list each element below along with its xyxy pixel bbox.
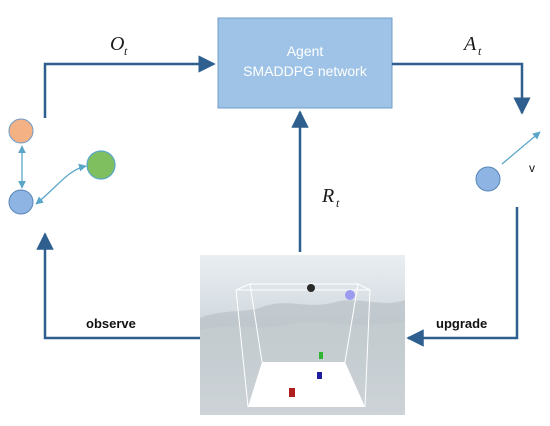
graph-node-green xyxy=(86,150,116,180)
red-marker xyxy=(289,388,295,397)
upgrade-arrow xyxy=(406,207,519,347)
velocity-arrow xyxy=(501,131,541,165)
observation-symbol: O xyxy=(110,33,124,55)
velocity-label: v xyxy=(529,161,535,175)
environment-floor xyxy=(248,362,365,407)
blue-marker xyxy=(317,372,322,379)
agent-node-blue xyxy=(475,166,501,192)
purple-ball xyxy=(345,290,355,300)
agent-subtitle: SMADDPG network xyxy=(243,63,368,79)
action-subscript: t xyxy=(478,44,482,58)
agent-title: Agent xyxy=(287,43,324,59)
upgrade-label: upgrade xyxy=(436,316,487,331)
observation-subscript: t xyxy=(124,44,128,58)
action-symbol: A xyxy=(462,33,477,55)
environment-wireframe xyxy=(235,283,371,408)
environment-render xyxy=(200,255,405,415)
graph-node-blue xyxy=(8,189,34,215)
graph-link-curve xyxy=(35,163,87,205)
reward-symbol: R xyxy=(321,185,334,207)
action-arrow xyxy=(392,62,531,115)
reward-subscript: t xyxy=(336,196,340,210)
observation-arrow xyxy=(43,55,216,118)
graph-node-orange xyxy=(8,118,34,144)
black-ball xyxy=(307,284,315,292)
observe-label: observe xyxy=(86,316,136,331)
green-marker xyxy=(319,352,323,359)
agent-box xyxy=(217,17,393,109)
observe-arrow xyxy=(36,232,200,340)
